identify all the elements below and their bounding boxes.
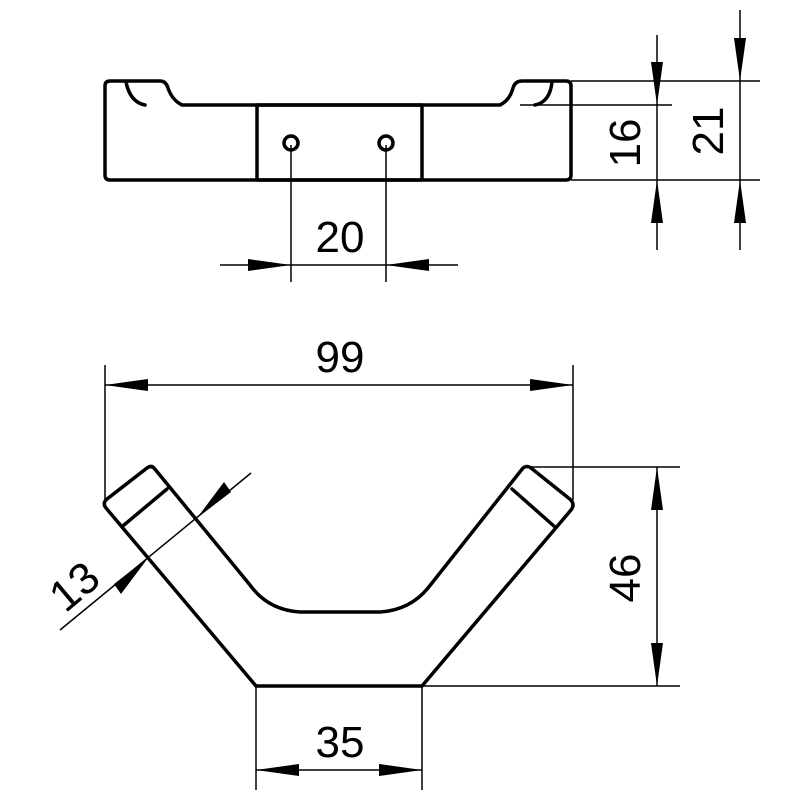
dimension-thickness-13: 13 <box>40 472 252 631</box>
dim-text-46: 46 <box>601 554 650 603</box>
dim-text-13: 13 <box>40 552 109 621</box>
top-view <box>103 79 573 182</box>
dim-text-99: 99 <box>316 333 365 382</box>
dim-text-21: 21 <box>684 107 733 156</box>
top-view-body-outline <box>103 79 573 182</box>
left-notch-curve <box>124 80 147 107</box>
dim-text-20: 20 <box>316 213 365 262</box>
right-cap-line <box>510 487 557 529</box>
dimension-height-21: 21 <box>571 10 760 250</box>
dim-text-35: 35 <box>316 718 365 767</box>
dimension-hole-spacing: 20 <box>220 145 458 282</box>
dimension-base-35: 35 <box>255 686 423 790</box>
dimension-height-16: 16 <box>520 35 672 250</box>
dimension-width-99: 99 <box>104 333 574 500</box>
front-view <box>102 464 575 688</box>
hook-outline <box>102 464 575 688</box>
left-cap-line <box>122 487 169 527</box>
dimension-height-46: 46 <box>422 466 680 687</box>
mounting-plate <box>255 103 424 182</box>
right-notch-curve <box>533 80 554 107</box>
dim-text-16: 16 <box>601 119 650 168</box>
